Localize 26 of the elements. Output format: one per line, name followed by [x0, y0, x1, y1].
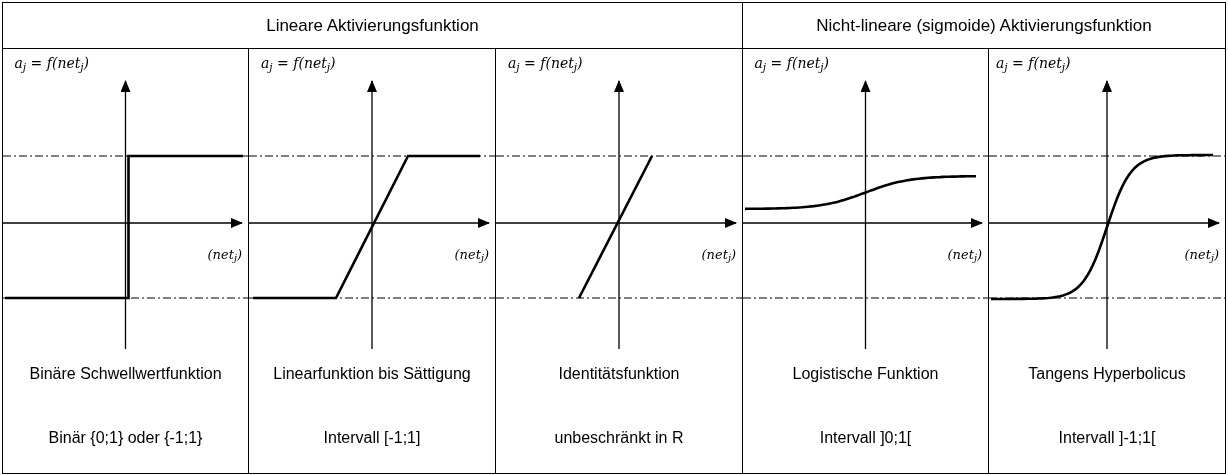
axis-label: (net$_{j}$)	[454, 246, 489, 265]
axis-label: (net$_{j}$)	[207, 246, 242, 265]
axis-label: (net$_{j}$)	[947, 246, 982, 265]
value-range: Intervall ]0;1[	[819, 427, 912, 448]
header-text: Nicht-lineare (sigmoide) Aktivierungsfunktion	[816, 14, 1152, 37]
header-text: Lineare Aktivierungsfunktion	[266, 14, 479, 37]
axis-label: (net$_{j}$)	[1184, 246, 1219, 265]
table-column-cell	[2, 48, 249, 474]
value-range: unbeschränkt in R	[554, 427, 684, 448]
axis-label: a$_{j}$ = f(net$_{j}$)	[508, 54, 583, 74]
header-cell	[2, 2, 743, 49]
function-name: Logistische Funktion	[792, 363, 939, 384]
function-name: Identitätsfunktion	[558, 363, 680, 384]
value-range: Intervall ]-1;1[	[1058, 427, 1156, 448]
axis-label: a$_{j}$ = f(net$_{j}$)	[754, 54, 830, 74]
function-name: Tangens Hyperbolicus	[1028, 363, 1186, 384]
axis-label: a$_{j}$ = f(net$_{j}$)	[261, 54, 336, 74]
value-range: Intervall [-1;1]	[323, 427, 421, 448]
header-cell	[742, 2, 1226, 49]
function-name: Binäre Schwellwertfunktion	[29, 363, 222, 384]
table-column-cell	[988, 48, 1226, 474]
axis-label: a$_{j}$ = f(net$_{j}$)	[996, 54, 1071, 74]
function-name: Linearfunktion bis Sättigung	[273, 363, 471, 384]
axis-label: a$_{j}$ = f(net$_{j}$)	[14, 54, 90, 74]
axis-label: (net$_{j}$)	[701, 246, 736, 265]
value-range: Binär {0;1} oder {-1;1}	[48, 427, 203, 448]
